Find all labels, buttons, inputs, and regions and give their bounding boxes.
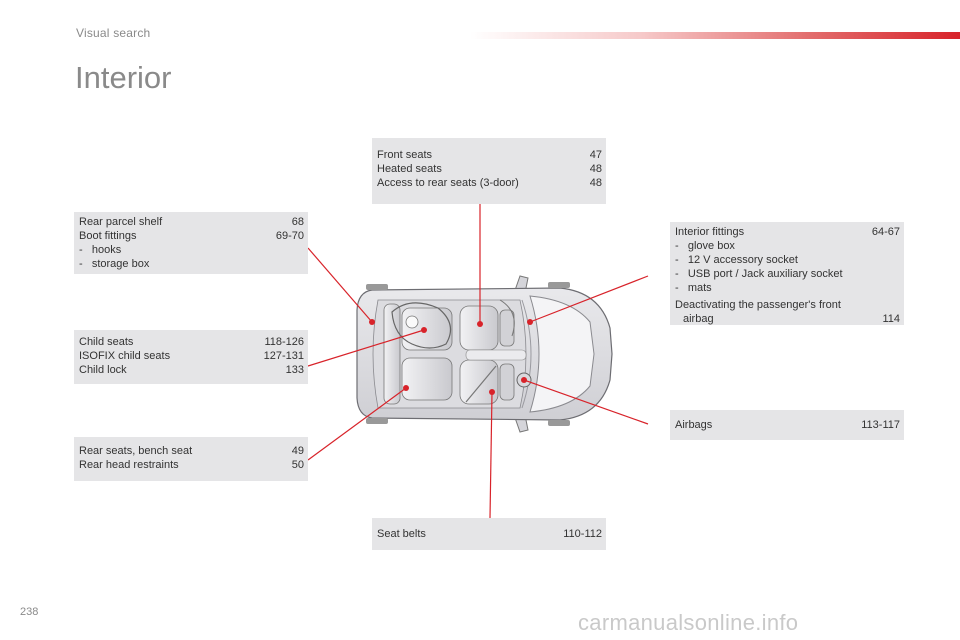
rear-seat-right — [401, 357, 453, 401]
list-subitem: mats — [675, 281, 900, 295]
page-number: 238 — [20, 606, 39, 618]
page-title: Interior — [75, 60, 172, 95]
section-label: Visual search — [76, 26, 151, 40]
callout-lines — [307, 204, 649, 519]
list-subitem: hooks — [79, 243, 304, 257]
callout-dots — [369, 319, 533, 395]
child-seat-outline — [391, 302, 452, 349]
front-seat-left — [459, 305, 499, 351]
header-accent-bar — [470, 32, 960, 39]
watermark: carmanualsonline.info — [578, 610, 799, 635]
list-subitem: glove box — [675, 239, 900, 253]
list-item[interactable]: Deactivating the passenger's front — [675, 299, 841, 311]
list-subitem: storage box — [79, 257, 304, 271]
list-subitem: 12 V accessory socket — [675, 253, 900, 267]
rear-bench-back — [383, 303, 401, 405]
list-item[interactable]: Access to rear seats (3-door)48 — [377, 177, 602, 189]
list-subitem: USB port / Jack auxiliary socket — [675, 267, 900, 281]
